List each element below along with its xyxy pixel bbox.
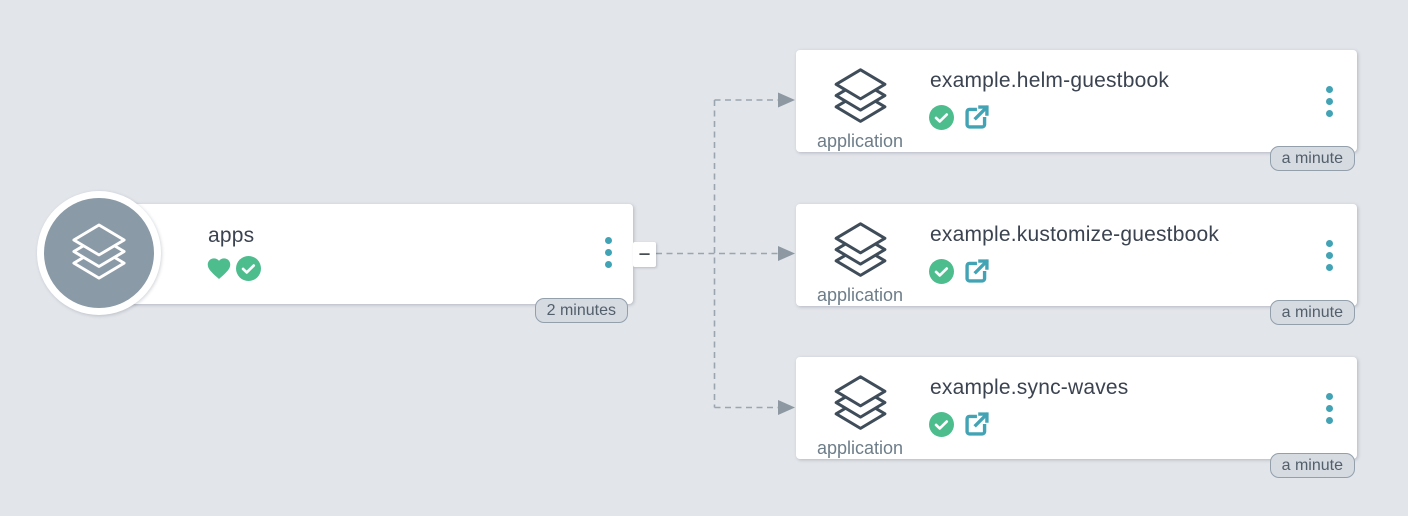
root-node-avatar[interactable] <box>37 191 161 315</box>
age-badge: a minute <box>1269 146 1355 171</box>
sync-check-icon <box>929 258 954 284</box>
health-heart-icon <box>207 258 231 280</box>
sync-check-icon <box>929 411 954 437</box>
ellipsis-dot <box>1326 240 1333 247</box>
external-link-icon[interactable] <box>963 410 991 438</box>
status-row <box>929 103 991 131</box>
node-title: example.kustomize-guestbook <box>930 223 1220 246</box>
status-row <box>205 255 261 282</box>
ellipsis-dot <box>1326 417 1333 424</box>
resource-kind-column: application <box>804 62 916 152</box>
resource-kind-label: application <box>816 131 904 151</box>
sync-check-icon <box>929 104 954 130</box>
node-menu-button[interactable] <box>1322 82 1337 121</box>
external-link-icon[interactable] <box>963 103 991 131</box>
resource-kind-label: application <box>816 438 904 458</box>
layers-icon <box>834 68 886 123</box>
age-badge: a minute <box>1269 300 1355 325</box>
application-node-card[interactable]: application example.sync-waves <box>796 357 1357 459</box>
application-node-card[interactable]: application example.kustomize-guestbook <box>796 204 1357 306</box>
ellipsis-dot <box>1326 405 1333 412</box>
node-menu-button[interactable] <box>601 233 616 272</box>
status-row <box>929 257 991 285</box>
age-badge: 2 minutes <box>534 298 628 323</box>
ellipsis-dot <box>605 249 612 256</box>
arrow-icon <box>778 92 795 108</box>
arrow-icon <box>778 400 795 415</box>
layers-icon <box>72 223 126 280</box>
node-title: apps <box>208 224 255 247</box>
ellipsis-dot <box>605 261 612 268</box>
ellipsis-dot <box>1326 252 1333 259</box>
ellipsis-dot <box>605 237 612 244</box>
age-badge: a minute <box>1269 453 1355 478</box>
resource-kind-column: application <box>804 369 916 459</box>
node-title: example.sync-waves <box>930 376 1129 399</box>
avatar-circle <box>44 198 154 308</box>
external-link-icon[interactable] <box>963 257 991 285</box>
ellipsis-dot <box>1326 86 1333 93</box>
ellipsis-dot <box>1326 264 1333 271</box>
layers-icon <box>834 222 886 277</box>
node-menu-button[interactable] <box>1322 389 1337 428</box>
ellipsis-dot <box>1326 110 1333 117</box>
resource-kind-column: application <box>804 216 916 306</box>
arrow-icon <box>778 246 795 261</box>
ellipsis-dot <box>1326 98 1333 105</box>
layers-icon <box>834 375 886 430</box>
resource-kind-label: application <box>816 285 904 305</box>
node-menu-button[interactable] <box>1322 236 1337 275</box>
root-node-card[interactable]: apps <box>108 204 633 304</box>
sync-check-icon <box>236 256 261 281</box>
node-title: example.helm-guestbook <box>930 69 1170 92</box>
application-node-card[interactable]: application example.helm-guestbook <box>796 50 1357 152</box>
collapse-toggle-button[interactable]: − <box>633 242 656 267</box>
status-row <box>929 410 991 438</box>
ellipsis-dot <box>1326 393 1333 400</box>
